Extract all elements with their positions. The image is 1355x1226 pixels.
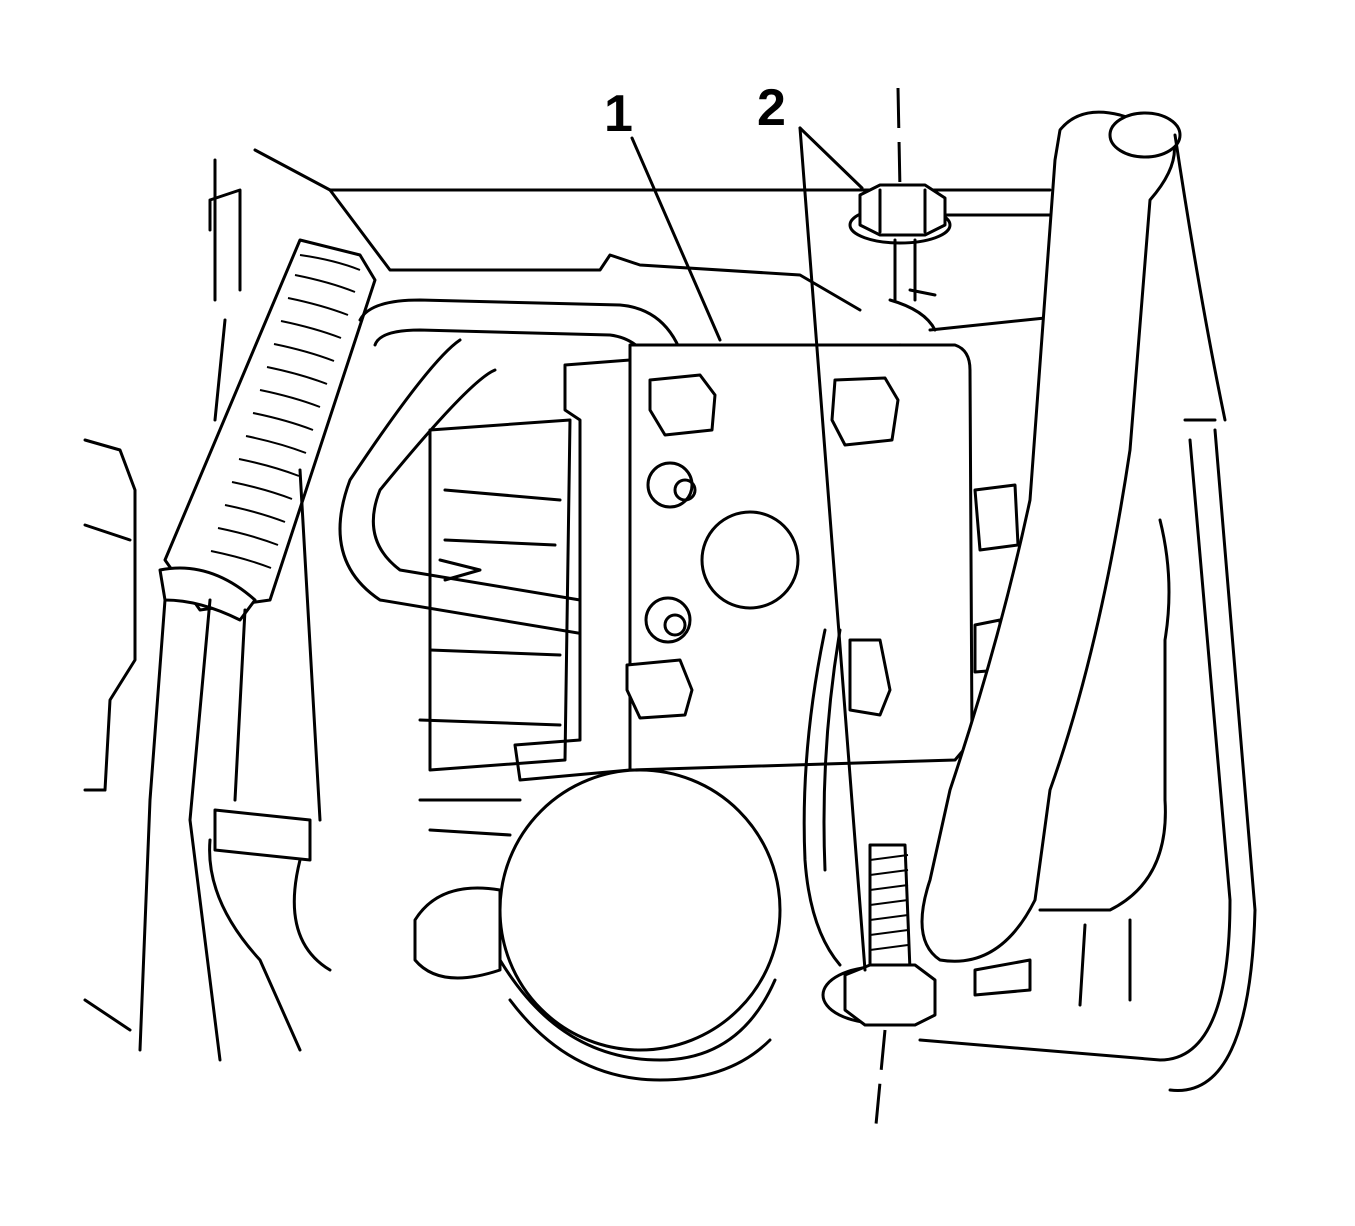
tube-fittings — [625, 373, 1020, 720]
wiring-conduit — [158, 238, 377, 622]
lower-mounting-nut — [821, 843, 937, 1027]
callout-1-label: 1 — [604, 85, 633, 143]
pump-motor-housing — [418, 358, 632, 837]
left-harness — [83, 468, 332, 1062]
callout-2-label: 2 — [757, 79, 786, 137]
right-coolant-hose — [918, 110, 1257, 1092]
strap — [802, 628, 842, 967]
centerline-axes — [873, 87, 902, 1136]
electric-motor-cap — [413, 768, 782, 1082]
leader-lines — [630, 126, 867, 972]
upper-mounting-nut — [848, 183, 952, 302]
mounting-bracket-outline — [83, 148, 1052, 792]
